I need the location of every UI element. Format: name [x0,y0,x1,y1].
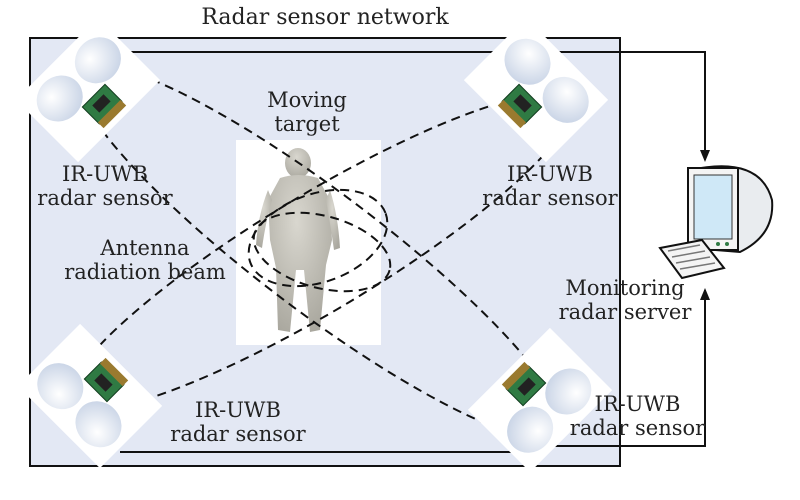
beam-label: Antenna radiation beam [50,236,240,284]
sensor-label-top-left-line-1: IR-UWB [62,162,148,186]
sensor-label-top-right-line-2: radar sensor [482,186,618,210]
beam-center-2 [252,211,392,293]
bottom-connection-line [535,288,710,447]
radar-sensor-icon [463,17,609,163]
server-label: Monitoring radar server [555,276,695,324]
sensor-label-bottom-left-line-2: radar sensor [170,422,306,446]
server-label-line-1: Monitoring [565,276,685,300]
radar-sensor-icon [17,323,163,469]
sensor-label-bottom-left: IR-UWB radar sensor [158,398,318,446]
moving-target-label: Moving target [252,88,362,136]
beam-label-line-2: radiation beam [64,260,226,284]
top-connection-line [130,51,710,162]
computer-monitor-icon [687,165,774,254]
sensor-label-top-right-line-1: IR-UWB [507,162,593,186]
sensor-label-top-right: IR-UWB radar sensor [470,162,630,210]
beam-label-line-1: Antenna [100,236,190,260]
radar-sensor-icon [467,327,613,473]
server-label-line-2: radar server [558,300,692,324]
keyboard-icon [658,238,726,280]
sensor-label-top-left: IR-UWB radar sensor [30,162,180,210]
sensor-label-bottom-right: IR-UWB radar sensor [555,392,720,440]
sensor-label-bottom-left-line-1: IR-UWB [195,398,281,422]
moving-target-line-1: Moving [267,88,347,112]
sensor-label-top-left-line-2: radar sensor [37,186,173,210]
beam-center-1 [247,188,389,288]
diagram-title: Radar sensor network [201,5,449,30]
radar-sensor-icon [15,17,161,163]
moving-target-line-2: target [274,112,340,136]
sensor-label-bottom-right-line-1: IR-UWB [594,392,681,416]
sensor-label-bottom-right-line-2: radar sensor [569,416,706,440]
